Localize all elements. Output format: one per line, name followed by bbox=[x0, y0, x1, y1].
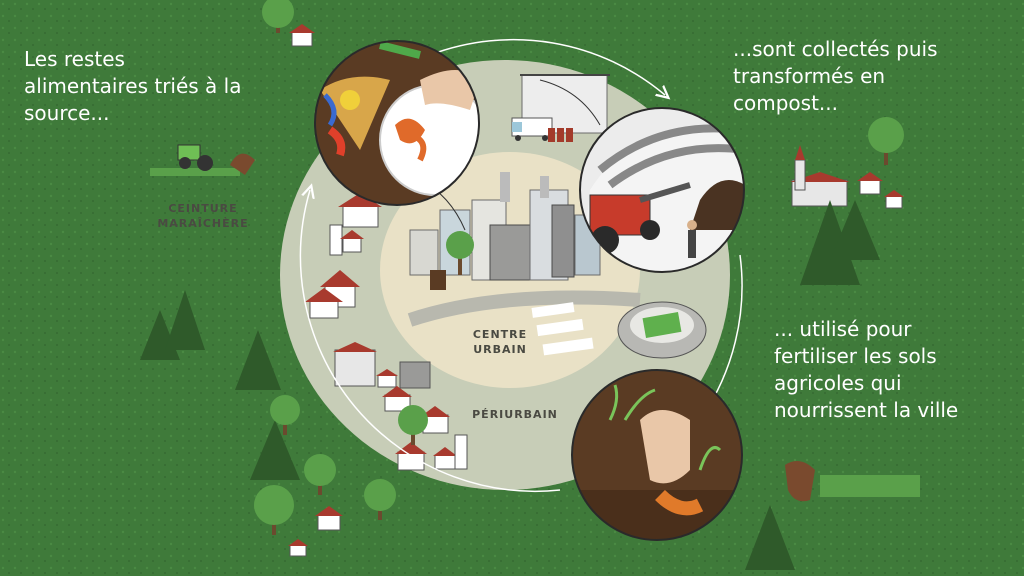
compost-loader-icon bbox=[579, 107, 745, 273]
tractor-icon bbox=[150, 144, 255, 176]
tree-icon bbox=[140, 290, 205, 360]
tree-icon bbox=[262, 0, 294, 33]
tree-icon bbox=[235, 330, 281, 390]
stadium-icon bbox=[617, 301, 707, 359]
house-icon bbox=[305, 288, 343, 319]
house-icon bbox=[433, 447, 457, 470]
tree-icon bbox=[868, 117, 904, 165]
city-buildings-icon bbox=[409, 172, 601, 281]
tree-icon bbox=[800, 200, 880, 285]
house-icon bbox=[376, 369, 398, 388]
tree-icon bbox=[745, 505, 795, 570]
tower-icon bbox=[454, 434, 468, 470]
building-icon bbox=[399, 361, 431, 389]
house-icon bbox=[338, 193, 382, 228]
tree-icon bbox=[446, 231, 474, 275]
cycle-arrow bbox=[429, 38, 665, 95]
tower-icon bbox=[329, 224, 343, 256]
field-icon bbox=[785, 461, 920, 502]
house-icon bbox=[289, 24, 315, 47]
step1-caption: Les restes alimentaires triés à la sourc… bbox=[24, 47, 242, 125]
house-icon bbox=[857, 172, 883, 195]
cycle-arrow bbox=[299, 190, 561, 493]
tree-icon bbox=[398, 405, 428, 445]
truck-icon bbox=[511, 117, 553, 141]
market-garden-belt-label: CEINTURE MARAÎCHÈRE bbox=[157, 202, 249, 230]
tree-icon bbox=[250, 420, 300, 480]
house-icon bbox=[340, 230, 364, 253]
crosswalk-icon bbox=[531, 302, 594, 356]
house-icon bbox=[884, 190, 904, 209]
bins-icon bbox=[548, 128, 573, 142]
urban-center-label: CENTRE URBAIN bbox=[472, 328, 528, 356]
building-icon bbox=[333, 342, 377, 387]
step3-caption: ... utilisé pour fertiliser les sols agr… bbox=[774, 317, 959, 422]
step2-caption: ...sont collectés puis transformés en co… bbox=[733, 37, 938, 115]
house-icon bbox=[315, 506, 343, 531]
house-icon bbox=[288, 539, 308, 557]
tree-icon bbox=[304, 454, 336, 495]
church-icon bbox=[790, 145, 850, 207]
tree-icon bbox=[270, 395, 300, 435]
periurban-label: PÉRIURBAIN bbox=[472, 408, 558, 421]
bin-icon bbox=[430, 270, 446, 290]
road bbox=[407, 290, 641, 327]
house-icon bbox=[382, 386, 412, 412]
tree-icon bbox=[364, 479, 396, 520]
food-scraps-plate-icon bbox=[314, 40, 480, 206]
tree-icon bbox=[254, 485, 294, 535]
leader-line bbox=[539, 79, 601, 126]
